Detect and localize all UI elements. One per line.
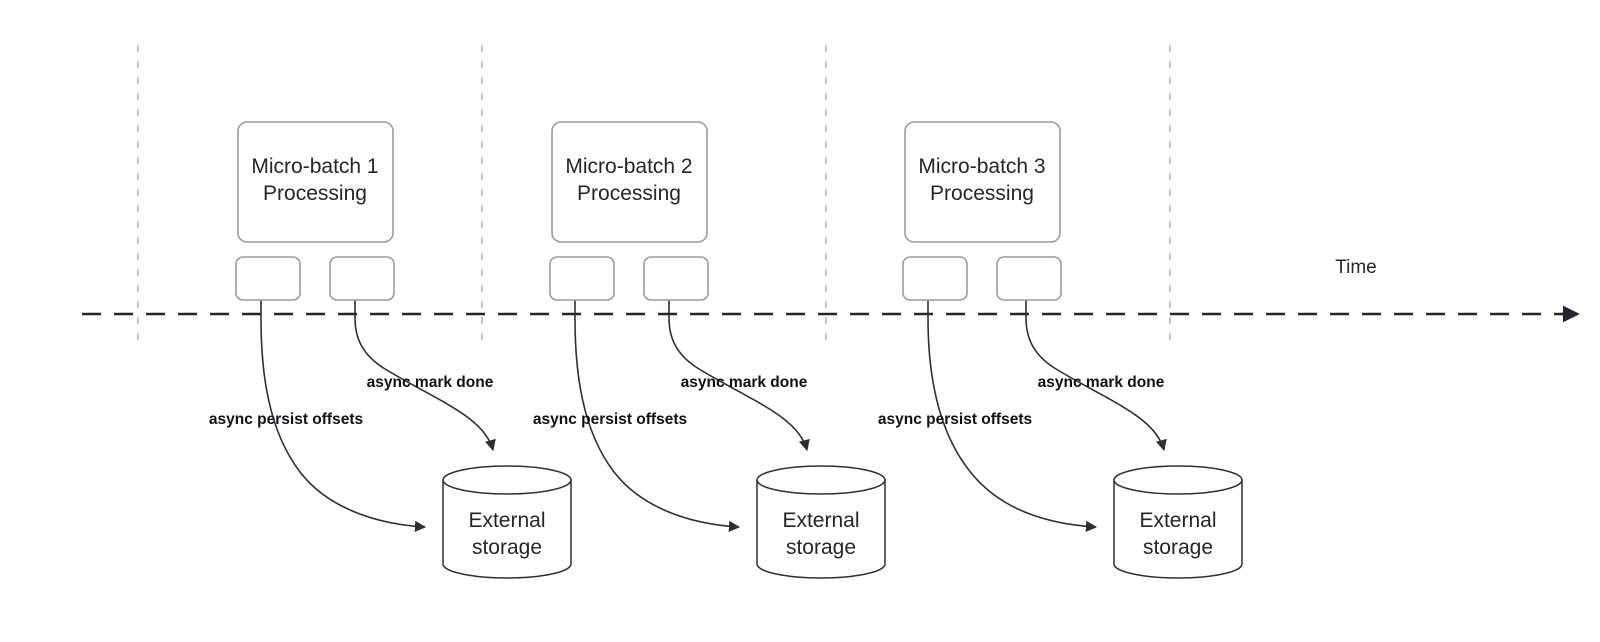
batch-group-3: async persist offsets async mark done Micr…	[878, 121, 1243, 579]
async-persist-offsets-edge: async persist offsets	[533, 300, 741, 532]
external-storage-label-line2: storage	[1143, 536, 1213, 559]
cylinder-body[interactable]	[756, 479, 886, 579]
axis-label-layer: Time	[1335, 257, 1377, 278]
edge-path	[668, 300, 810, 452]
micro-batch-label-line2: Processing	[930, 182, 1034, 205]
external-storage-cylinder[interactable]: External storage	[756, 465, 886, 579]
edge-label: async persist offsets	[878, 411, 1032, 428]
async-persist-offsets-edge: async persist offsets	[878, 300, 1098, 532]
micro-batch-label-line2: Processing	[577, 182, 681, 205]
edge-label: async mark done	[1038, 374, 1165, 391]
edge-label: async mark done	[367, 374, 494, 391]
batch-group-1: async persist offsets async mark done Micr…	[209, 121, 572, 579]
edge-path	[574, 300, 741, 532]
async-mark-done-edge: async mark done	[1025, 300, 1167, 452]
edge-path	[354, 300, 496, 452]
micro-batch-processing-box[interactable]: Micro-batch 3 Processing	[904, 121, 1061, 243]
cylinder-body[interactable]	[442, 479, 572, 579]
micro-batch-label-line1: Micro-batch 3	[918, 155, 1045, 178]
external-storage-cylinder[interactable]: External storage	[1113, 465, 1243, 579]
mark-done-task[interactable]	[643, 256, 709, 301]
edge-path	[260, 300, 427, 532]
async-mark-done-edge: async mark done	[354, 300, 496, 452]
edge-label: async mark done	[681, 374, 808, 391]
lifelines-layer	[137, 45, 1171, 340]
persist-offsets-task[interactable]	[235, 256, 301, 301]
mark-done-task[interactable]	[329, 256, 395, 301]
cylinder-top-ellipse	[1113, 465, 1243, 495]
external-storage-label-line1: External	[468, 509, 545, 532]
micro-batch-label-line2: Processing	[263, 182, 367, 205]
persist-offsets-task[interactable]	[902, 256, 968, 301]
external-storage-label-line1: External	[782, 509, 859, 532]
external-storage-label-line2: storage	[472, 536, 542, 559]
persist-offsets-task[interactable]	[549, 256, 615, 301]
micro-batch-label-line1: Micro-batch 1	[251, 155, 378, 178]
external-storage-cylinder[interactable]: External storage	[442, 465, 572, 579]
cylinder-top-ellipse	[442, 465, 572, 495]
async-persist-offsets-edge: async persist offsets	[209, 300, 427, 532]
mark-done-task[interactable]	[996, 256, 1062, 301]
time-axis-label: Time	[1335, 257, 1377, 278]
edge-path	[1025, 300, 1167, 452]
micro-batch-box-shape[interactable]	[904, 121, 1061, 243]
async-mark-done-edge: async mark done	[668, 300, 810, 452]
batch-group-2: async persist offsets async mark done Micr…	[533, 121, 886, 579]
cylinder-top-ellipse	[756, 465, 886, 495]
external-storage-label-line1: External	[1139, 509, 1216, 532]
micro-batch-box-shape[interactable]	[237, 121, 394, 243]
external-storage-label-line2: storage	[786, 536, 856, 559]
micro-batch-box-shape[interactable]	[551, 121, 708, 243]
micro-batch-processing-box[interactable]: Micro-batch 1 Processing	[237, 121, 394, 243]
cylinder-body[interactable]	[1113, 479, 1243, 579]
batch-groups-layer: async persist offsets async mark done Micr…	[209, 121, 1243, 579]
edge-label: async persist offsets	[533, 411, 687, 428]
micro-batch-label-line1: Micro-batch 2	[565, 155, 692, 178]
edge-path	[927, 300, 1098, 532]
edge-label: async persist offsets	[209, 411, 363, 428]
micro-batch-processing-box[interactable]: Micro-batch 2 Processing	[551, 121, 708, 243]
